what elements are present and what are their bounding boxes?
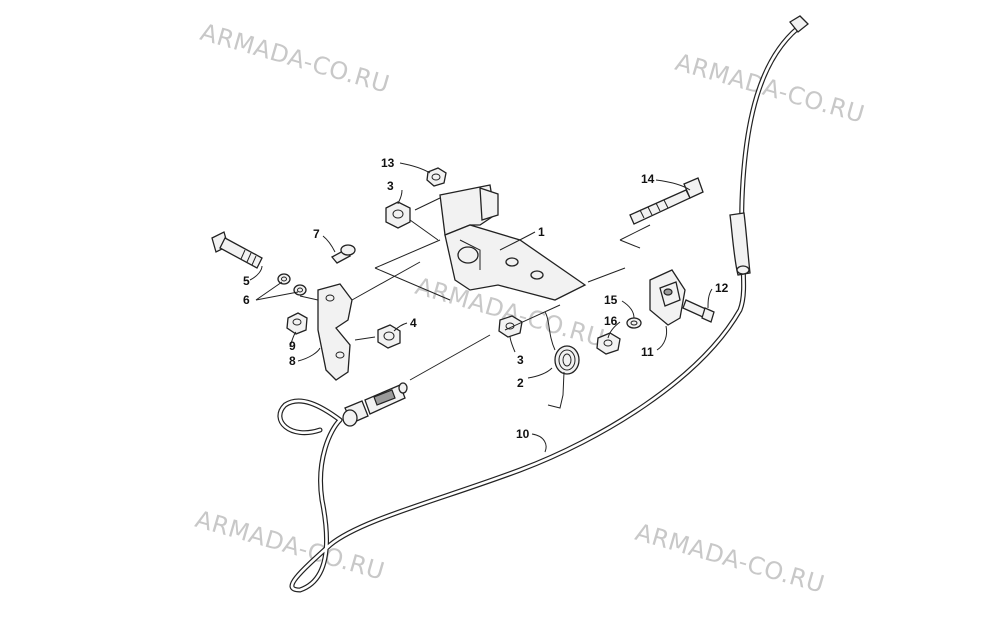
callout-13: 13 <box>381 156 395 170</box>
nut-3-upper <box>385 201 411 229</box>
reference-lines <box>299 197 651 381</box>
callout-16: 16 <box>604 314 618 328</box>
callout-14: 14 <box>641 172 655 186</box>
mounting-plate-8 <box>317 283 353 381</box>
nut-9 <box>286 312 308 335</box>
long-bolt <box>629 177 704 225</box>
callout-4: 4 <box>410 316 417 330</box>
cable-end-fitting <box>729 15 809 276</box>
screw-7 <box>330 244 356 264</box>
nut-3-lower <box>498 315 523 338</box>
main-bracket <box>439 184 587 301</box>
callout-7: 7 <box>313 227 320 241</box>
callout-12: 12 <box>715 281 729 295</box>
callout-10: 10 <box>516 427 530 441</box>
cable-adjuster <box>342 382 408 427</box>
washer-6b <box>293 284 307 296</box>
callout-15: 15 <box>604 293 618 307</box>
nut-13 <box>426 167 447 187</box>
callout-1: 1 <box>538 225 545 239</box>
callout-3-lower: 3 <box>517 353 524 367</box>
callout-8: 8 <box>289 354 296 368</box>
callout-6: 6 <box>243 293 250 307</box>
return-spring <box>544 311 580 409</box>
callout-11: 11 <box>641 345 654 359</box>
cable-bracket <box>649 269 686 326</box>
throttle-cable <box>277 25 801 593</box>
callout-leaders <box>249 162 713 453</box>
callout-5: 5 <box>243 274 250 288</box>
callout-2: 2 <box>517 376 524 390</box>
washer-6a <box>277 273 291 285</box>
washer-15 <box>626 317 642 329</box>
callout-3-upper: 3 <box>387 179 394 193</box>
bolt-5 <box>211 231 263 269</box>
short-bolt <box>682 299 715 323</box>
callout-9: 9 <box>289 339 296 353</box>
